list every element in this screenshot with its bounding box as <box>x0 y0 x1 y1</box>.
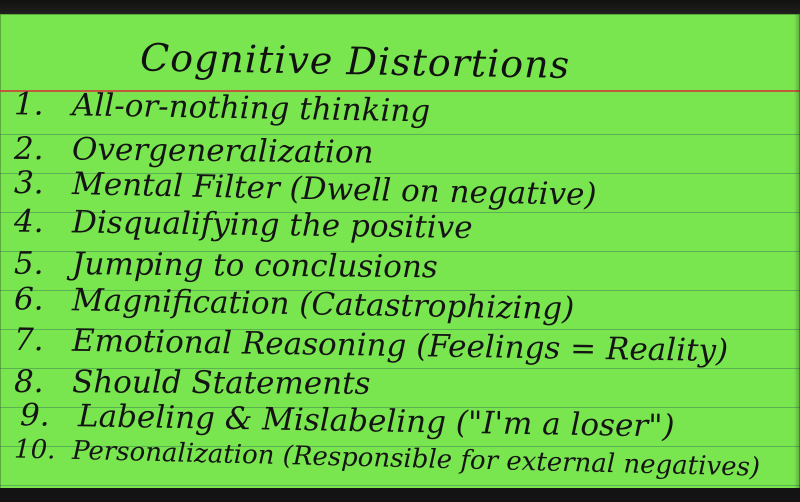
item-number: 6. <box>13 281 44 318</box>
ruled-line <box>0 251 800 252</box>
list-item: 1. All-or-nothing thinking <box>13 86 794 134</box>
ruled-line <box>0 407 800 408</box>
list-item: 7.Emotional Reasoning (Feelings = Realit… <box>13 321 794 369</box>
item-text: Disqualifying the positive <box>71 204 473 246</box>
item-text: Magnification (Catastrophizing) <box>71 282 575 327</box>
background-top <box>0 0 800 18</box>
ruled-line <box>0 446 800 447</box>
item-number: 8. <box>13 363 44 401</box>
card-title: Cognitive Distortions <box>139 35 571 87</box>
item-number: 2. <box>13 130 44 168</box>
ruled-line <box>0 485 800 486</box>
list-item: 8. Should Statements <box>13 363 794 402</box>
ruled-line <box>0 173 800 174</box>
item-text: Jumping to conclusions <box>71 246 438 286</box>
item-number: 3. <box>13 164 45 202</box>
list-item: 5. Jumping to conclusions <box>13 245 794 287</box>
item-number: 10. <box>13 434 56 466</box>
item-text: Overgeneralization <box>71 131 374 171</box>
ruled-line <box>0 368 800 369</box>
ruled-line <box>0 329 800 330</box>
item-text: Should Statements <box>71 364 371 402</box>
red-header-rule <box>0 90 800 92</box>
item-number: 5. <box>13 245 44 282</box>
ruled-line <box>0 134 800 135</box>
item-text: All-or-nothing thinking <box>71 87 431 130</box>
list-item: 10.Personalization (Responsible for exte… <box>13 434 794 482</box>
card-edge-shadow <box>794 14 800 490</box>
background-bottom <box>0 488 800 502</box>
item-number: 9. <box>19 397 50 434</box>
item-number: 4. <box>13 203 44 240</box>
item-number: 7. <box>13 321 44 359</box>
ruled-line <box>0 212 800 213</box>
item-number: 1. <box>13 86 44 123</box>
index-card: Cognitive Distortions 1. All-or-nothing t… <box>0 14 800 490</box>
ruled-line <box>0 290 800 291</box>
